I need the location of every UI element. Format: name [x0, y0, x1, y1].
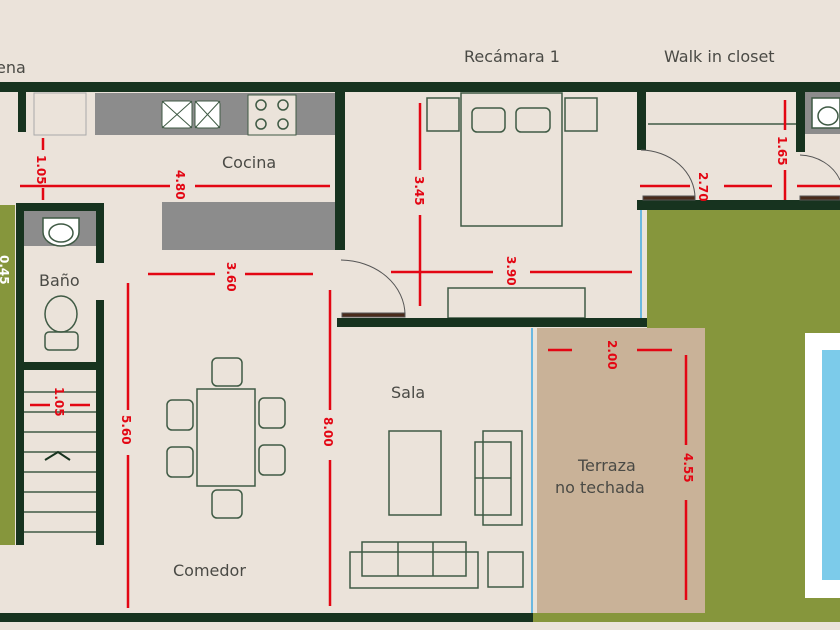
label-sala: Sala [391, 383, 425, 402]
dim-terraza-width: 2.00 [605, 340, 619, 370]
label-cocina: Cocina [222, 153, 276, 172]
washbasin-icon [811, 97, 840, 129]
nightstand [426, 97, 460, 132]
stairs [24, 391, 96, 533]
dining-table [166, 357, 286, 519]
fridge [33, 92, 87, 136]
dim-recamara-depth: 3.45 [412, 176, 426, 206]
label-terraza: Terraza [577, 456, 636, 475]
dim-stairs: 1.05 [52, 387, 66, 417]
label-comedor: Comedor [173, 561, 246, 580]
nightstand [564, 97, 598, 132]
sink-icon [161, 100, 221, 129]
bed [460, 92, 563, 227]
label-alacena: ena [0, 58, 26, 77]
dim-alacena: 1.05 [34, 155, 48, 185]
dim-sala-length: 8.00 [321, 417, 335, 447]
living-furniture [349, 430, 524, 589]
dim-recamara-width: 3.90 [504, 256, 518, 286]
dim-side-strip: 0.45 [0, 255, 11, 285]
dim-cocina: 4.80 [173, 170, 187, 200]
dim-terraza-length: 4.55 [681, 453, 695, 483]
toilet-icon [44, 295, 79, 351]
kitchen-island [162, 202, 335, 250]
dimension-lines [20, 100, 840, 608]
label-terraza-2: no techada [555, 478, 645, 497]
dim-comedor-length: 5.60 [119, 415, 133, 445]
walls [0, 82, 840, 622]
label-closet: Walk in closet [664, 47, 775, 66]
label-recamara: Recámara 1 [464, 47, 560, 66]
terrace-area [537, 328, 705, 613]
dim-comedor-width: 3.60 [224, 262, 238, 292]
label-bano: Baño [39, 271, 80, 290]
side-garden [0, 205, 15, 545]
dim-closet-bath: 1.65 [775, 136, 789, 166]
pool [822, 350, 840, 580]
washbasin-icon [42, 217, 80, 247]
stove-icon [247, 94, 297, 136]
doors [340, 149, 840, 318]
dim-closet: 2.70 [696, 172, 710, 202]
